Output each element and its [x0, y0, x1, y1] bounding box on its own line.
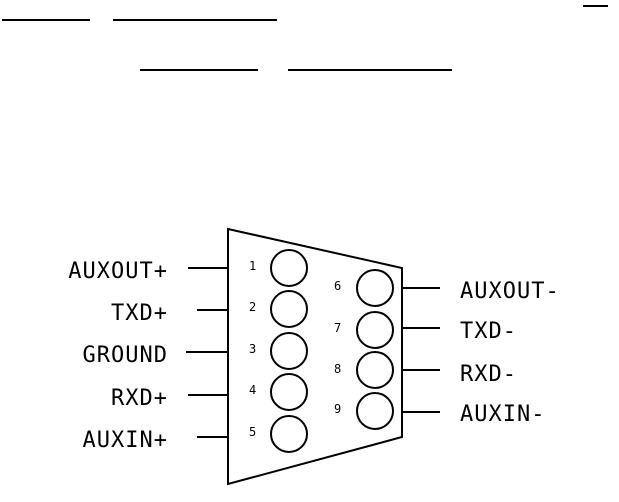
pin-socket-1: [270, 249, 308, 287]
pin-number-9: 9: [334, 402, 341, 416]
signal-label-auxout-minus: AUXOUT-: [460, 279, 560, 304]
pin-number-4: 4: [249, 383, 256, 397]
pin-number-8: 8: [334, 362, 341, 376]
signal-label-auxin-plus: AUXIN+: [83, 428, 168, 453]
pin-socket-9: [356, 392, 394, 430]
pin-4: 4 RXD+: [111, 373, 308, 411]
pin-socket-2: [270, 290, 308, 328]
pin-7: 7 TXD-: [334, 311, 517, 349]
pin-8: 8 RXD-: [334, 351, 517, 389]
header-rules: [2, 5, 608, 71]
pin-socket-5: [270, 415, 308, 453]
pin-socket-8: [356, 351, 394, 389]
pin-number-7: 7: [334, 321, 341, 335]
signal-label-txd-plus: TXD+: [111, 301, 168, 326]
pin-number-6: 6: [334, 279, 341, 293]
signal-label-auxin-minus: AUXIN-: [460, 402, 545, 427]
pin-number-5: 5: [249, 425, 256, 439]
pin-socket-6: [356, 269, 394, 307]
pin-number-2: 2: [249, 300, 256, 314]
pin-2: 2 TXD+: [111, 290, 308, 328]
signal-label-rxd-plus: RXD+: [111, 386, 168, 411]
signal-label-rxd-minus: RXD-: [460, 362, 517, 387]
pin-1: 1 AUXOUT+: [68, 249, 308, 287]
pin-9: 9 AUXIN-: [334, 392, 545, 430]
pin-5: 5 AUXIN+: [83, 415, 308, 453]
pin-socket-3: [270, 332, 308, 370]
pin-socket-7: [356, 311, 394, 349]
signal-label-ground: GROUND: [83, 343, 168, 368]
pin-number-1: 1: [249, 259, 256, 273]
pin-3: 3 GROUND: [83, 332, 308, 370]
pin-socket-4: [270, 373, 308, 411]
signal-label-auxout-plus: AUXOUT+: [68, 259, 168, 284]
signal-label-txd-minus: TXD-: [460, 319, 517, 344]
pin-number-3: 3: [249, 342, 256, 356]
pin-6: 6 AUXOUT-: [334, 269, 560, 307]
connector-shell: [227, 227, 403, 486]
